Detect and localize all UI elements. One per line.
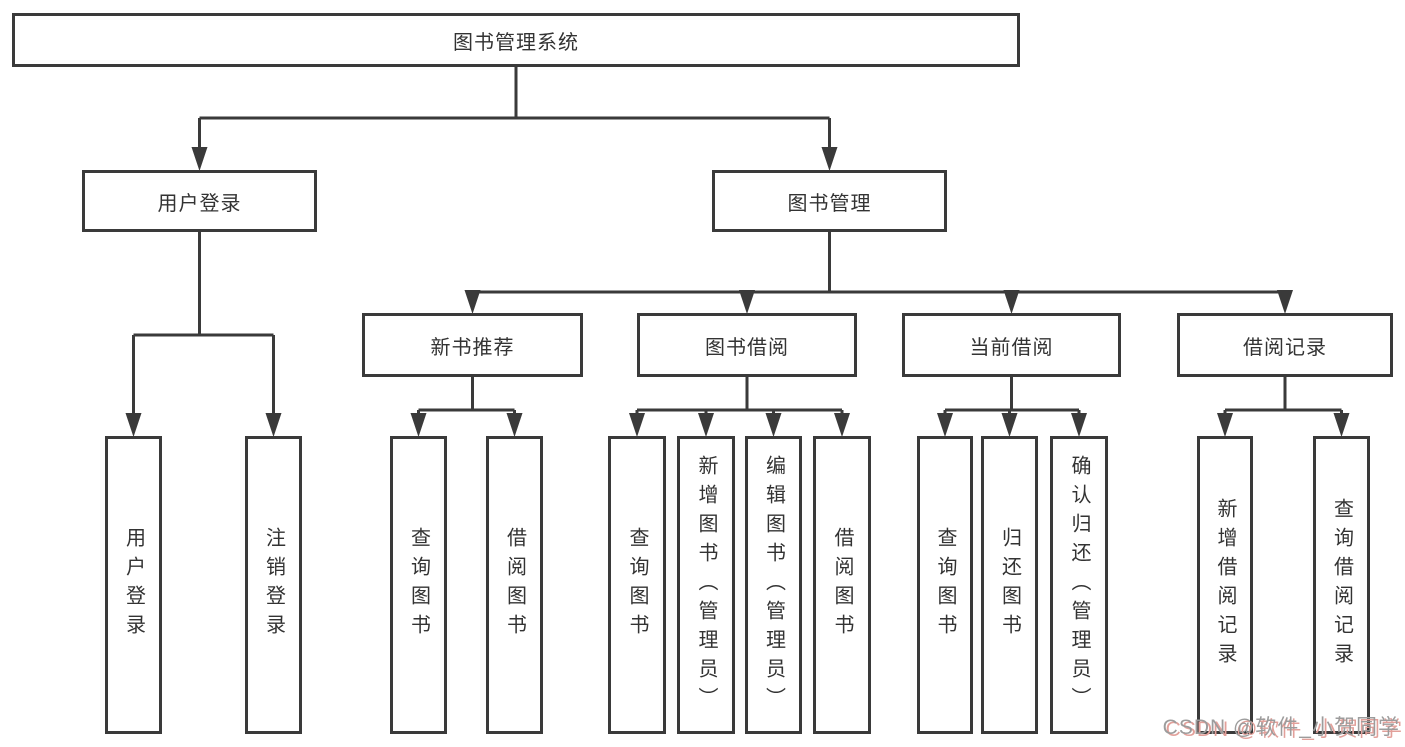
- node-user-login: 用户登录: [82, 170, 317, 232]
- leaf-logout-login: 注销登录: [245, 436, 302, 734]
- csdn-watermark: CSDN @软件_小贺同学: [1162, 716, 1400, 739]
- node-current-borrow: 当前借阅: [902, 313, 1121, 377]
- node-root: 图书管理系统: [12, 13, 1020, 67]
- leaf-borrow-book-recommend: 借阅图书: [486, 436, 543, 734]
- node-book-borrow: 图书借阅: [637, 313, 857, 377]
- node-book-management: 图书管理: [712, 170, 947, 232]
- leaf-borrow-book: 借阅图书: [813, 436, 871, 734]
- node-new-book-recommend: 新书推荐: [362, 313, 583, 377]
- leaf-query-book-recommend: 查询图书: [390, 436, 447, 734]
- leaf-user-login: 用户登录: [105, 436, 162, 734]
- leaf-query-borrow-record: 查询借阅记录: [1313, 436, 1370, 734]
- node-borrow-records: 借阅记录: [1177, 313, 1393, 377]
- leaf-query-book-current: 查询图书: [917, 436, 973, 734]
- leaf-confirm-return-admin: 确认归还（管理员）: [1050, 436, 1108, 734]
- leaf-return-book: 归还图书: [981, 436, 1038, 734]
- leaf-edit-book-admin: 编辑图书（管理员）: [745, 436, 802, 734]
- leaf-query-book-borrow: 查询图书: [608, 436, 666, 734]
- leaf-add-book-admin: 新增图书（管理员）: [677, 436, 735, 734]
- leaf-add-borrow-record: 新增借阅记录: [1197, 436, 1253, 734]
